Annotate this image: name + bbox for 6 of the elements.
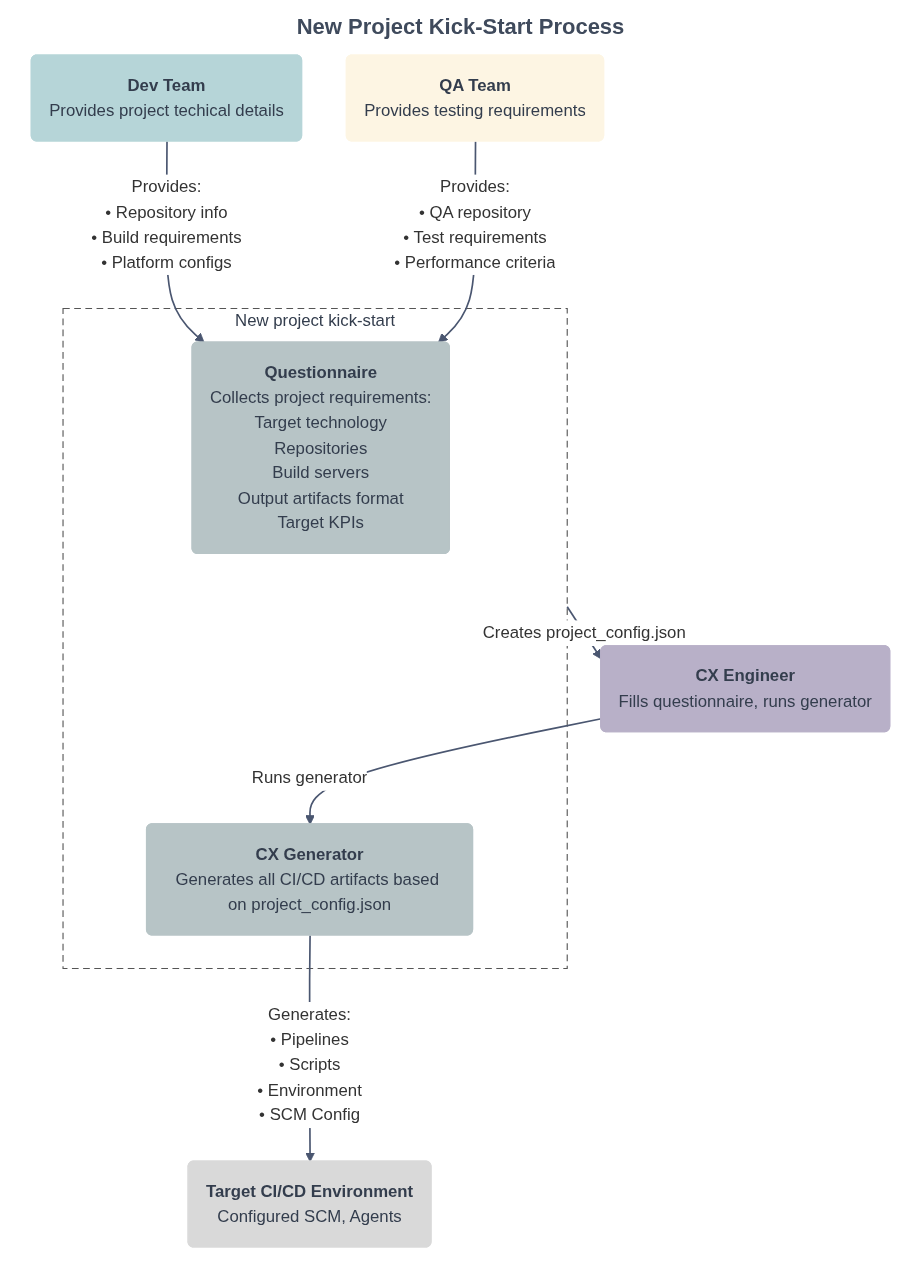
edge-label: Runs generator	[251, 767, 368, 787]
edge-label: Generates: • Pipelines • Scripts • Environment • SCM Config	[257, 1004, 362, 1124]
edge-label: Provides: • QA repository • Test requirements • Performance criteria	[394, 176, 556, 272]
diagram-title: New Project Kick-Start Process	[295, 14, 626, 40]
edge-label: Creates project_config.json	[482, 622, 686, 642]
edge-label: Provides: • Repository info • Build requirements • Platform configs	[91, 176, 242, 272]
